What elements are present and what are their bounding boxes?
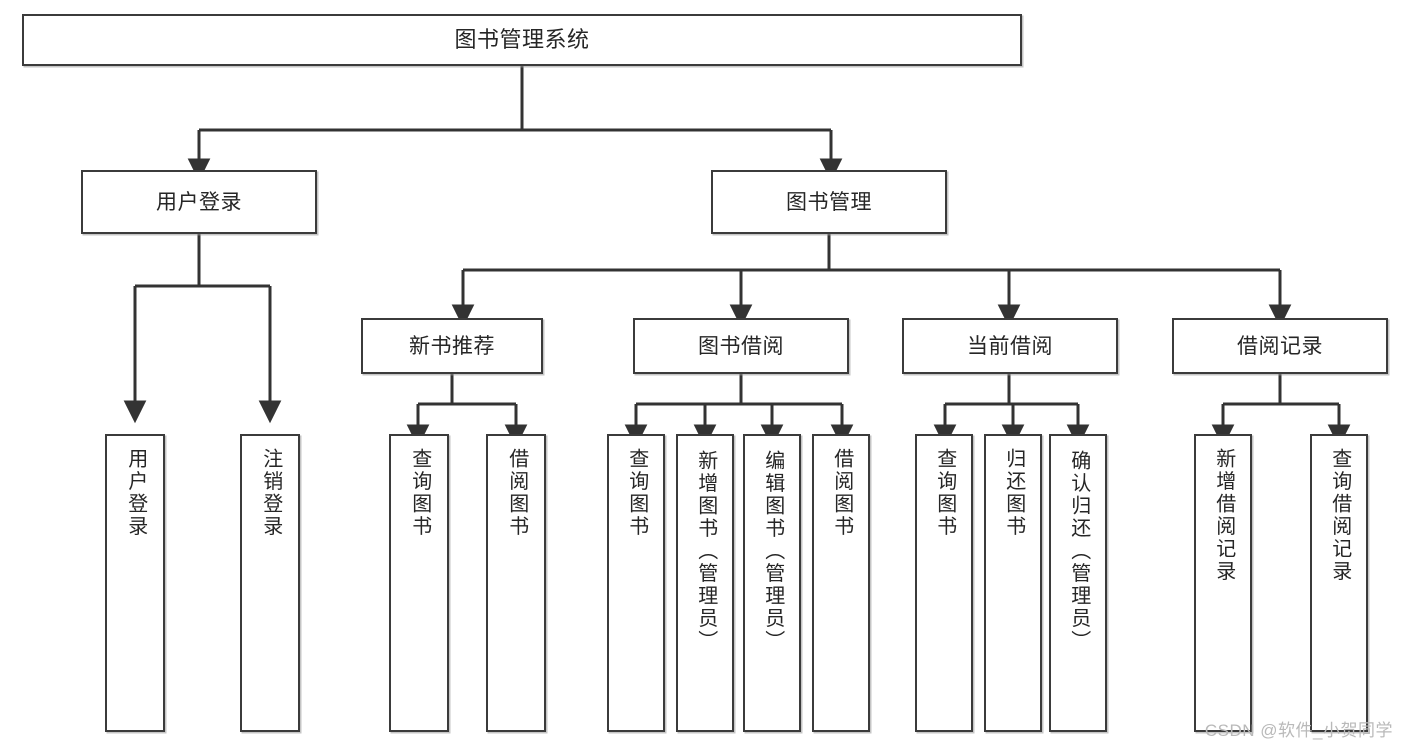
node-label: 查询借阅记录 <box>1328 448 1351 583</box>
node-current-borrow[interactable]: 当前借阅 <box>902 318 1118 374</box>
node-leaf-borrow-book[interactable]: 借阅图书 <box>812 434 870 732</box>
node-leaf-query-borrow-record[interactable]: 查询借阅记录 <box>1310 434 1368 732</box>
node-label: 新书推荐 <box>409 334 495 358</box>
node-leaf-user-logout[interactable]: 注销登录 <box>240 434 300 732</box>
node-leaf-add-book[interactable]: 新增图书（管理员） <box>676 434 734 732</box>
node-label: 新增图书（管理员） <box>694 450 717 653</box>
node-leaf-user-login[interactable]: 用户登录 <box>105 434 165 732</box>
node-leaf-add-borrow-record[interactable]: 新增借阅记录 <box>1194 434 1252 732</box>
node-root-book-management-system[interactable]: 图书管理系统 <box>22 14 1022 66</box>
node-label: 当前借阅 <box>967 334 1053 358</box>
node-leaf-query-book-borrow[interactable]: 查询图书 <box>607 434 665 732</box>
node-user-login[interactable]: 用户登录 <box>81 170 317 234</box>
node-label: 确认归还（管理员） <box>1067 450 1090 653</box>
node-label: 图书管理系统 <box>454 27 590 52</box>
node-book-borrow[interactable]: 图书借阅 <box>633 318 849 374</box>
node-leaf-edit-book[interactable]: 编辑图书（管理员） <box>743 434 801 732</box>
node-book-manage[interactable]: 图书管理 <box>711 170 947 234</box>
node-new-book-recommend[interactable]: 新书推荐 <box>361 318 543 374</box>
node-leaf-return-book[interactable]: 归还图书 <box>984 434 1042 732</box>
node-leaf-query-book-recommend[interactable]: 查询图书 <box>389 434 449 732</box>
node-label: 图书借阅 <box>698 334 784 358</box>
csdn-watermark: CSDN @软件_小贺同学 <box>1204 721 1393 740</box>
node-label: 新增借阅记录 <box>1212 448 1235 583</box>
node-label: 用户登录 <box>124 448 147 538</box>
node-label: 注销登录 <box>259 448 282 538</box>
node-label: 归还图书 <box>1002 448 1025 538</box>
node-label: 图书管理 <box>786 190 872 214</box>
node-label: 编辑图书（管理员） <box>761 450 784 653</box>
node-leaf-borrow-book-recommend[interactable]: 借阅图书 <box>486 434 546 732</box>
node-label: 查询图书 <box>408 448 431 538</box>
node-label: 借阅记录 <box>1237 334 1323 358</box>
node-label: 用户登录 <box>156 190 242 214</box>
node-label: 借阅图书 <box>830 448 853 538</box>
node-borrow-record[interactable]: 借阅记录 <box>1172 318 1388 374</box>
node-leaf-confirm-return[interactable]: 确认归还（管理员） <box>1049 434 1107 732</box>
node-label: 查询图书 <box>625 448 648 538</box>
node-leaf-query-book-current[interactable]: 查询图书 <box>915 434 973 732</box>
node-label: 查询图书 <box>933 448 956 538</box>
node-label: 借阅图书 <box>505 448 528 538</box>
